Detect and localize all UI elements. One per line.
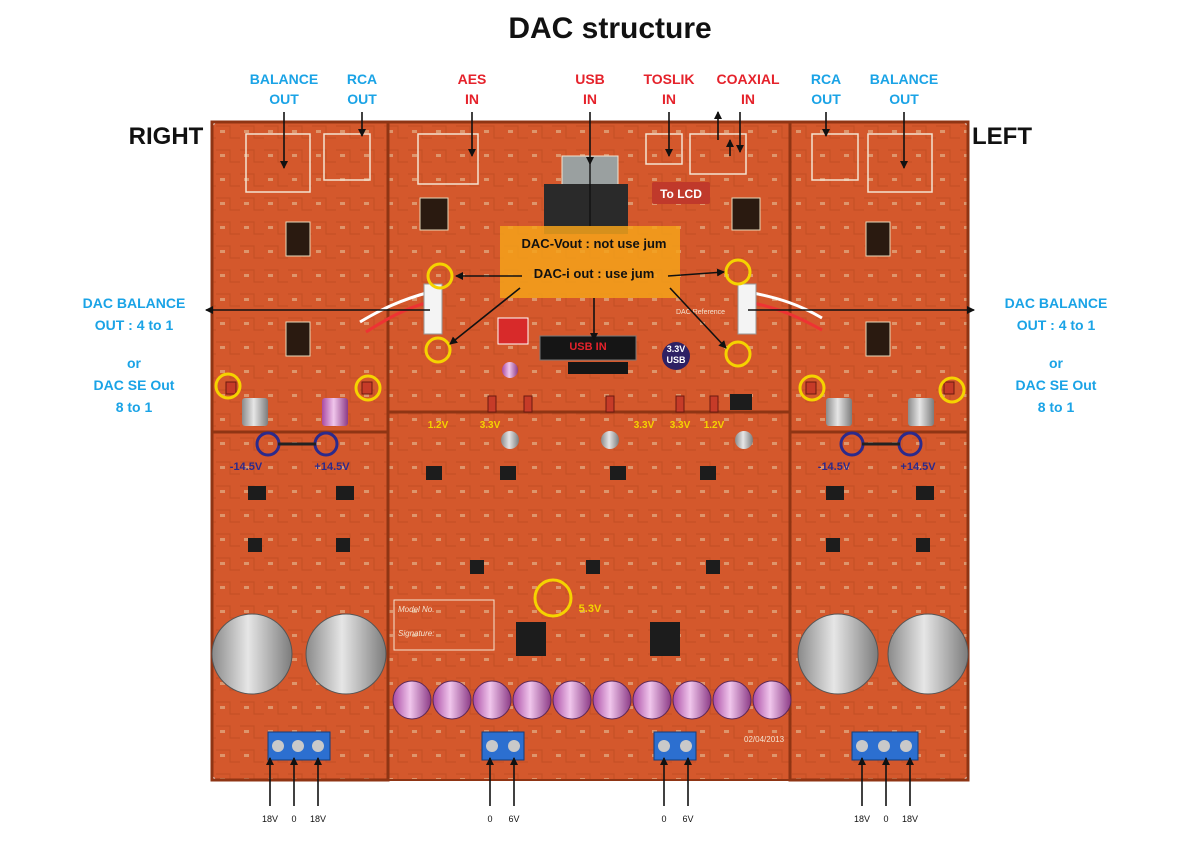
or-left: or — [1049, 355, 1064, 371]
usb-in-l1: USB — [575, 71, 605, 87]
terminal-6v-c2: 6V — [682, 814, 693, 824]
terminal-18v-r1: 18V — [262, 814, 278, 824]
or-right: or — [127, 355, 142, 371]
balance-out-right-l2: OUT — [269, 91, 299, 107]
dac-se-right-l2: 8 to 1 — [116, 399, 153, 415]
usb-header — [539, 335, 637, 361]
left-channel-title: LEFT — [972, 123, 1032, 150]
jumper-icon — [225, 381, 955, 413]
capacitor-icon — [392, 680, 792, 720]
voltage-3-3v-right: 3.3V — [670, 420, 691, 431]
dac-balance-right-l1: DAC BALANCE — [83, 295, 186, 311]
model-signature-box — [393, 599, 495, 651]
voltage-neg14-5v-left-board: -14.5V — [818, 461, 851, 473]
terminal-18v-l2: 18V — [902, 814, 918, 824]
signature-silk: Signature: — [398, 629, 434, 638]
date-silk: 02/04/2013 — [744, 735, 785, 744]
right-channel-title: RIGHT — [129, 123, 204, 150]
voltage-3-3v-mid: 3.3V — [634, 420, 655, 431]
voltage-pos14-5v-right-board: +14.5V — [314, 461, 350, 473]
dip-switch — [497, 317, 529, 345]
terminal-18v-r2: 18V — [310, 814, 326, 824]
terminal-6v-c1: 6V — [508, 814, 519, 824]
capacitor-icon — [242, 362, 934, 449]
rca-out-left-l1: RCA — [811, 71, 841, 87]
model-no-silk: Model No. — [398, 605, 434, 614]
to-lcd-label: To LCD — [660, 187, 702, 201]
terminal-0-l: 0 — [883, 814, 888, 824]
usb-33v-label-2: USB — [666, 355, 686, 365]
dac-se-left-l2: 8 to 1 — [1038, 399, 1075, 415]
balance-out-right-l1: BALANCE — [250, 71, 318, 87]
capacitor-icon — [211, 613, 969, 695]
output-wires — [359, 290, 823, 334]
terminal-18v-l1: 18V — [854, 814, 870, 824]
aes-in-l1: AES — [458, 71, 487, 87]
voltage-3-3v-left: 3.3V — [480, 420, 501, 431]
terminal-0-r: 0 — [291, 814, 296, 824]
dac-chip-highlight — [500, 226, 680, 298]
dac-iout-note: DAC-i out : use jum — [534, 266, 655, 281]
usb-power-jumper-highlight — [662, 342, 690, 370]
left-output-connector — [423, 283, 443, 335]
usb-header-lower — [568, 362, 628, 374]
dac-balance-right-l2: OUT : 4 to 1 — [95, 317, 174, 333]
balance-out-left-l2: OUT — [889, 91, 919, 107]
terminal-0-c1: 0 — [487, 814, 492, 824]
coaxial-in-l1: COAXIAL — [717, 71, 780, 87]
pcb-board — [210, 120, 970, 782]
page-title: DAC structure — [508, 12, 711, 45]
aes-in-l2: IN — [465, 91, 479, 107]
voltage-5-3v: 5.3V — [579, 603, 602, 615]
rca-out-right-l1: RCA — [347, 71, 377, 87]
usb-in-l2: IN — [583, 91, 597, 107]
arrow-icon — [205, 111, 975, 806]
voltage-pos14-5v-left-board: +14.5V — [900, 461, 936, 473]
usb-in-silk: USB IN — [569, 341, 606, 353]
voltage-neg14-5v-right-board: -14.5V — [230, 461, 263, 473]
voltage-1-2v-right: 1.2V — [704, 420, 725, 431]
dac-se-right-l1: DAC SE Out — [94, 377, 175, 393]
jumper-highlight-yellow — [214, 258, 966, 618]
terminal-0-c2: 0 — [661, 814, 666, 824]
dac-vout-note: DAC-Vout : not use jum — [522, 236, 667, 251]
dac-reference-silk: DAC Reference — [676, 309, 725, 316]
rca-out-right-l2: OUT — [347, 91, 377, 107]
dac-balance-left-l2: OUT : 4 to 1 — [1017, 317, 1096, 333]
toslik-in-l2: IN — [662, 91, 676, 107]
dac-balance-left-l1: DAC BALANCE — [1005, 295, 1108, 311]
coaxial-in-l2: IN — [741, 91, 755, 107]
rca-out-left-l2: OUT — [811, 91, 841, 107]
usb-33v-label: 3.3V — [667, 344, 686, 354]
voltage-1-2v-left: 1.2V — [428, 420, 449, 431]
toslik-in-l1: TOSLIK — [643, 71, 694, 87]
to-lcd-badge — [652, 182, 710, 204]
screw-terminal-icon — [267, 731, 919, 761]
ic-chip — [248, 184, 934, 656]
dac-se-left-l1: DAC SE Out — [1016, 377, 1097, 393]
balance-out-left-l1: BALANCE — [870, 71, 938, 87]
ic-socket — [285, 197, 891, 357]
right-output-connector — [737, 283, 757, 335]
